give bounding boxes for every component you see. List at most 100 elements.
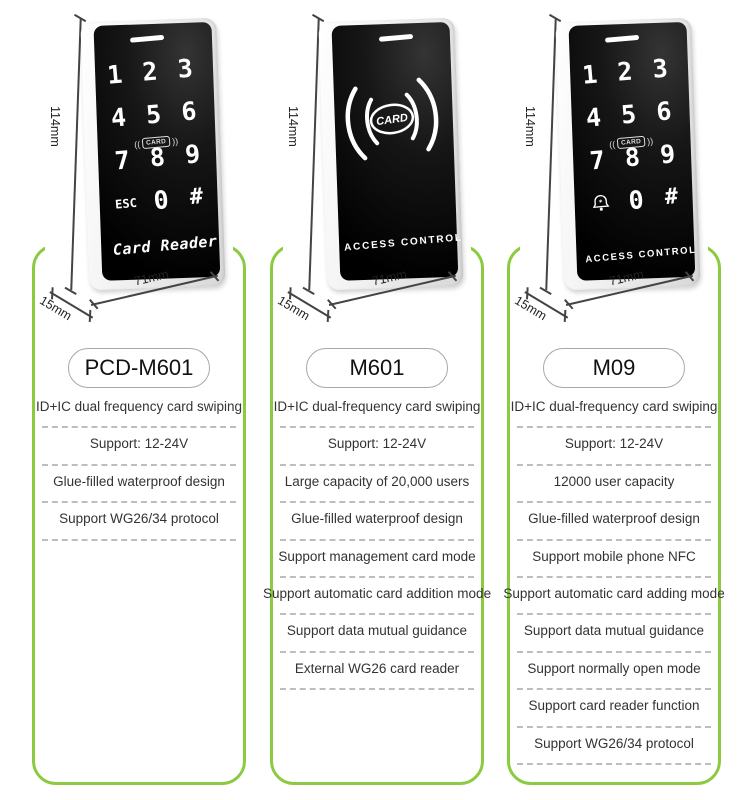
dashed-divider xyxy=(517,501,711,504)
dashed-divider xyxy=(517,650,711,653)
key-5: 5 xyxy=(619,99,638,130)
depth-dimension-line: 15mm xyxy=(275,291,332,323)
product-name-pill: M601 xyxy=(306,348,448,388)
device-panel-label: Card Reader xyxy=(112,231,219,260)
feature-text: Support: 12-24V xyxy=(327,436,427,452)
dashed-divider xyxy=(280,575,474,578)
feature-row: Glue-filled waterproof design xyxy=(36,469,242,506)
led-slot xyxy=(604,34,640,43)
wave-left: (( xyxy=(133,138,141,150)
feature-text: Support automatic card addition mode xyxy=(262,585,492,601)
feature-row: ID+IC dual-frequency card swiping xyxy=(511,394,717,431)
doorbell-key-icon: * xyxy=(592,193,611,213)
key-9: 9 xyxy=(183,139,202,170)
height-dimension-line xyxy=(70,18,82,290)
key-1: 1 xyxy=(105,59,124,90)
feature-text: ID+IC dual-frequency card swiping xyxy=(510,399,718,414)
feature-text: Support: 12-24V xyxy=(89,436,189,452)
height-dimension-line xyxy=(545,18,557,290)
feature-text: Large capacity of 20,000 users xyxy=(284,473,470,489)
dashed-divider xyxy=(517,575,711,578)
key-5: 5 xyxy=(144,99,163,130)
key-4: 4 xyxy=(584,102,603,133)
dashed-divider xyxy=(280,613,474,616)
wave-left: (( xyxy=(608,138,616,150)
key-hash: # xyxy=(663,183,680,210)
width-dimension-line: 71mm xyxy=(328,267,456,306)
rfid-waves-icon: CARD xyxy=(331,71,454,173)
feature-row: Support data mutual guidance xyxy=(511,618,717,655)
feature-row: Support automatic card addition mode xyxy=(263,581,491,618)
feature-text: Support mobile phone NFC xyxy=(532,548,696,564)
wave-right: )) xyxy=(171,135,179,146)
dashed-divider xyxy=(280,501,474,504)
dashed-divider xyxy=(280,538,474,541)
feature-row: Support data mutual guidance xyxy=(274,618,480,655)
feature-row: Support automatic card adding mode xyxy=(503,581,725,618)
depth-dimension-line: 15mm xyxy=(37,291,94,323)
dashed-divider xyxy=(42,463,236,466)
dashed-divider xyxy=(42,538,236,541)
feature-text: Support WG26/34 protocol xyxy=(59,511,219,527)
dashed-divider xyxy=(517,538,711,541)
feature-row: Support normally open mode xyxy=(511,656,717,693)
feature-text: Support normally open mode xyxy=(527,660,701,676)
feature-row: Glue-filled waterproof design xyxy=(511,506,717,543)
key-9: 9 xyxy=(658,139,677,170)
feature-text: ID+IC dual-frequency card swiping xyxy=(273,399,481,414)
dashed-divider xyxy=(280,650,474,653)
key-6: 6 xyxy=(180,96,198,127)
feature-row: ID+IC dual-frequency card swiping xyxy=(274,394,480,431)
feature-row: Support management card mode xyxy=(274,544,480,581)
led-slot xyxy=(129,34,165,43)
key-0: 0 xyxy=(152,185,170,216)
feature-row: 12000 user capacity xyxy=(511,469,717,506)
key-esc: ESC xyxy=(114,195,138,212)
svg-text:*: * xyxy=(599,198,604,206)
feature-text: Support data mutual guidance xyxy=(523,623,705,639)
feature-text: Support automatic card adding mode xyxy=(503,585,725,601)
feature-text: Support management card mode xyxy=(278,548,476,564)
key-1: 1 xyxy=(580,59,599,90)
feature-row: Support WG26/34 protocol xyxy=(36,506,242,543)
feature-row: Support: 12-24V xyxy=(511,431,717,468)
feature-text: Glue-filled waterproof design xyxy=(291,511,463,527)
dashed-divider xyxy=(280,463,474,466)
width-dimension-line: 71mm xyxy=(565,267,693,306)
feature-text: Support data mutual guidance xyxy=(286,623,468,639)
feature-row: Support card reader function xyxy=(511,693,717,730)
width-dimension-line: 71mm xyxy=(90,267,218,306)
dashed-divider xyxy=(517,426,711,429)
dashed-divider xyxy=(42,426,236,429)
led-slot xyxy=(378,33,414,42)
key-7: 7 xyxy=(588,145,606,176)
feature-row: ID+IC dual frequency card swiping xyxy=(36,394,242,431)
product-photo: 114mm xyxy=(275,4,471,336)
dashed-divider xyxy=(517,463,711,466)
key-2: 2 xyxy=(616,56,634,87)
feature-text: ID+IC dual frequency card swiping xyxy=(36,399,242,414)
key-2: 2 xyxy=(141,56,159,87)
product-column: 114mm xyxy=(263,0,491,800)
feature-text: External WG26 card reader xyxy=(294,660,460,676)
product-name: M09 xyxy=(592,355,636,380)
key-3: 3 xyxy=(651,53,669,84)
feature-text: 12000 user capacity xyxy=(553,473,675,489)
feature-row: Support WG26/34 protocol xyxy=(511,731,717,768)
feature-text: Support: 12-24V xyxy=(564,436,664,452)
product-name: M601 xyxy=(349,355,405,380)
feature-row: Large capacity of 20,000 users xyxy=(274,469,480,506)
device-panel-label: ACCESS CONTROL xyxy=(343,232,464,254)
height-dimension-label: 114mm xyxy=(48,106,62,147)
feature-text: Glue-filled waterproof design xyxy=(53,473,225,489)
key-4: 4 xyxy=(109,102,128,133)
wave-right: )) xyxy=(646,135,654,146)
device-screen: CARD ACCESS CONTROL xyxy=(331,21,463,281)
